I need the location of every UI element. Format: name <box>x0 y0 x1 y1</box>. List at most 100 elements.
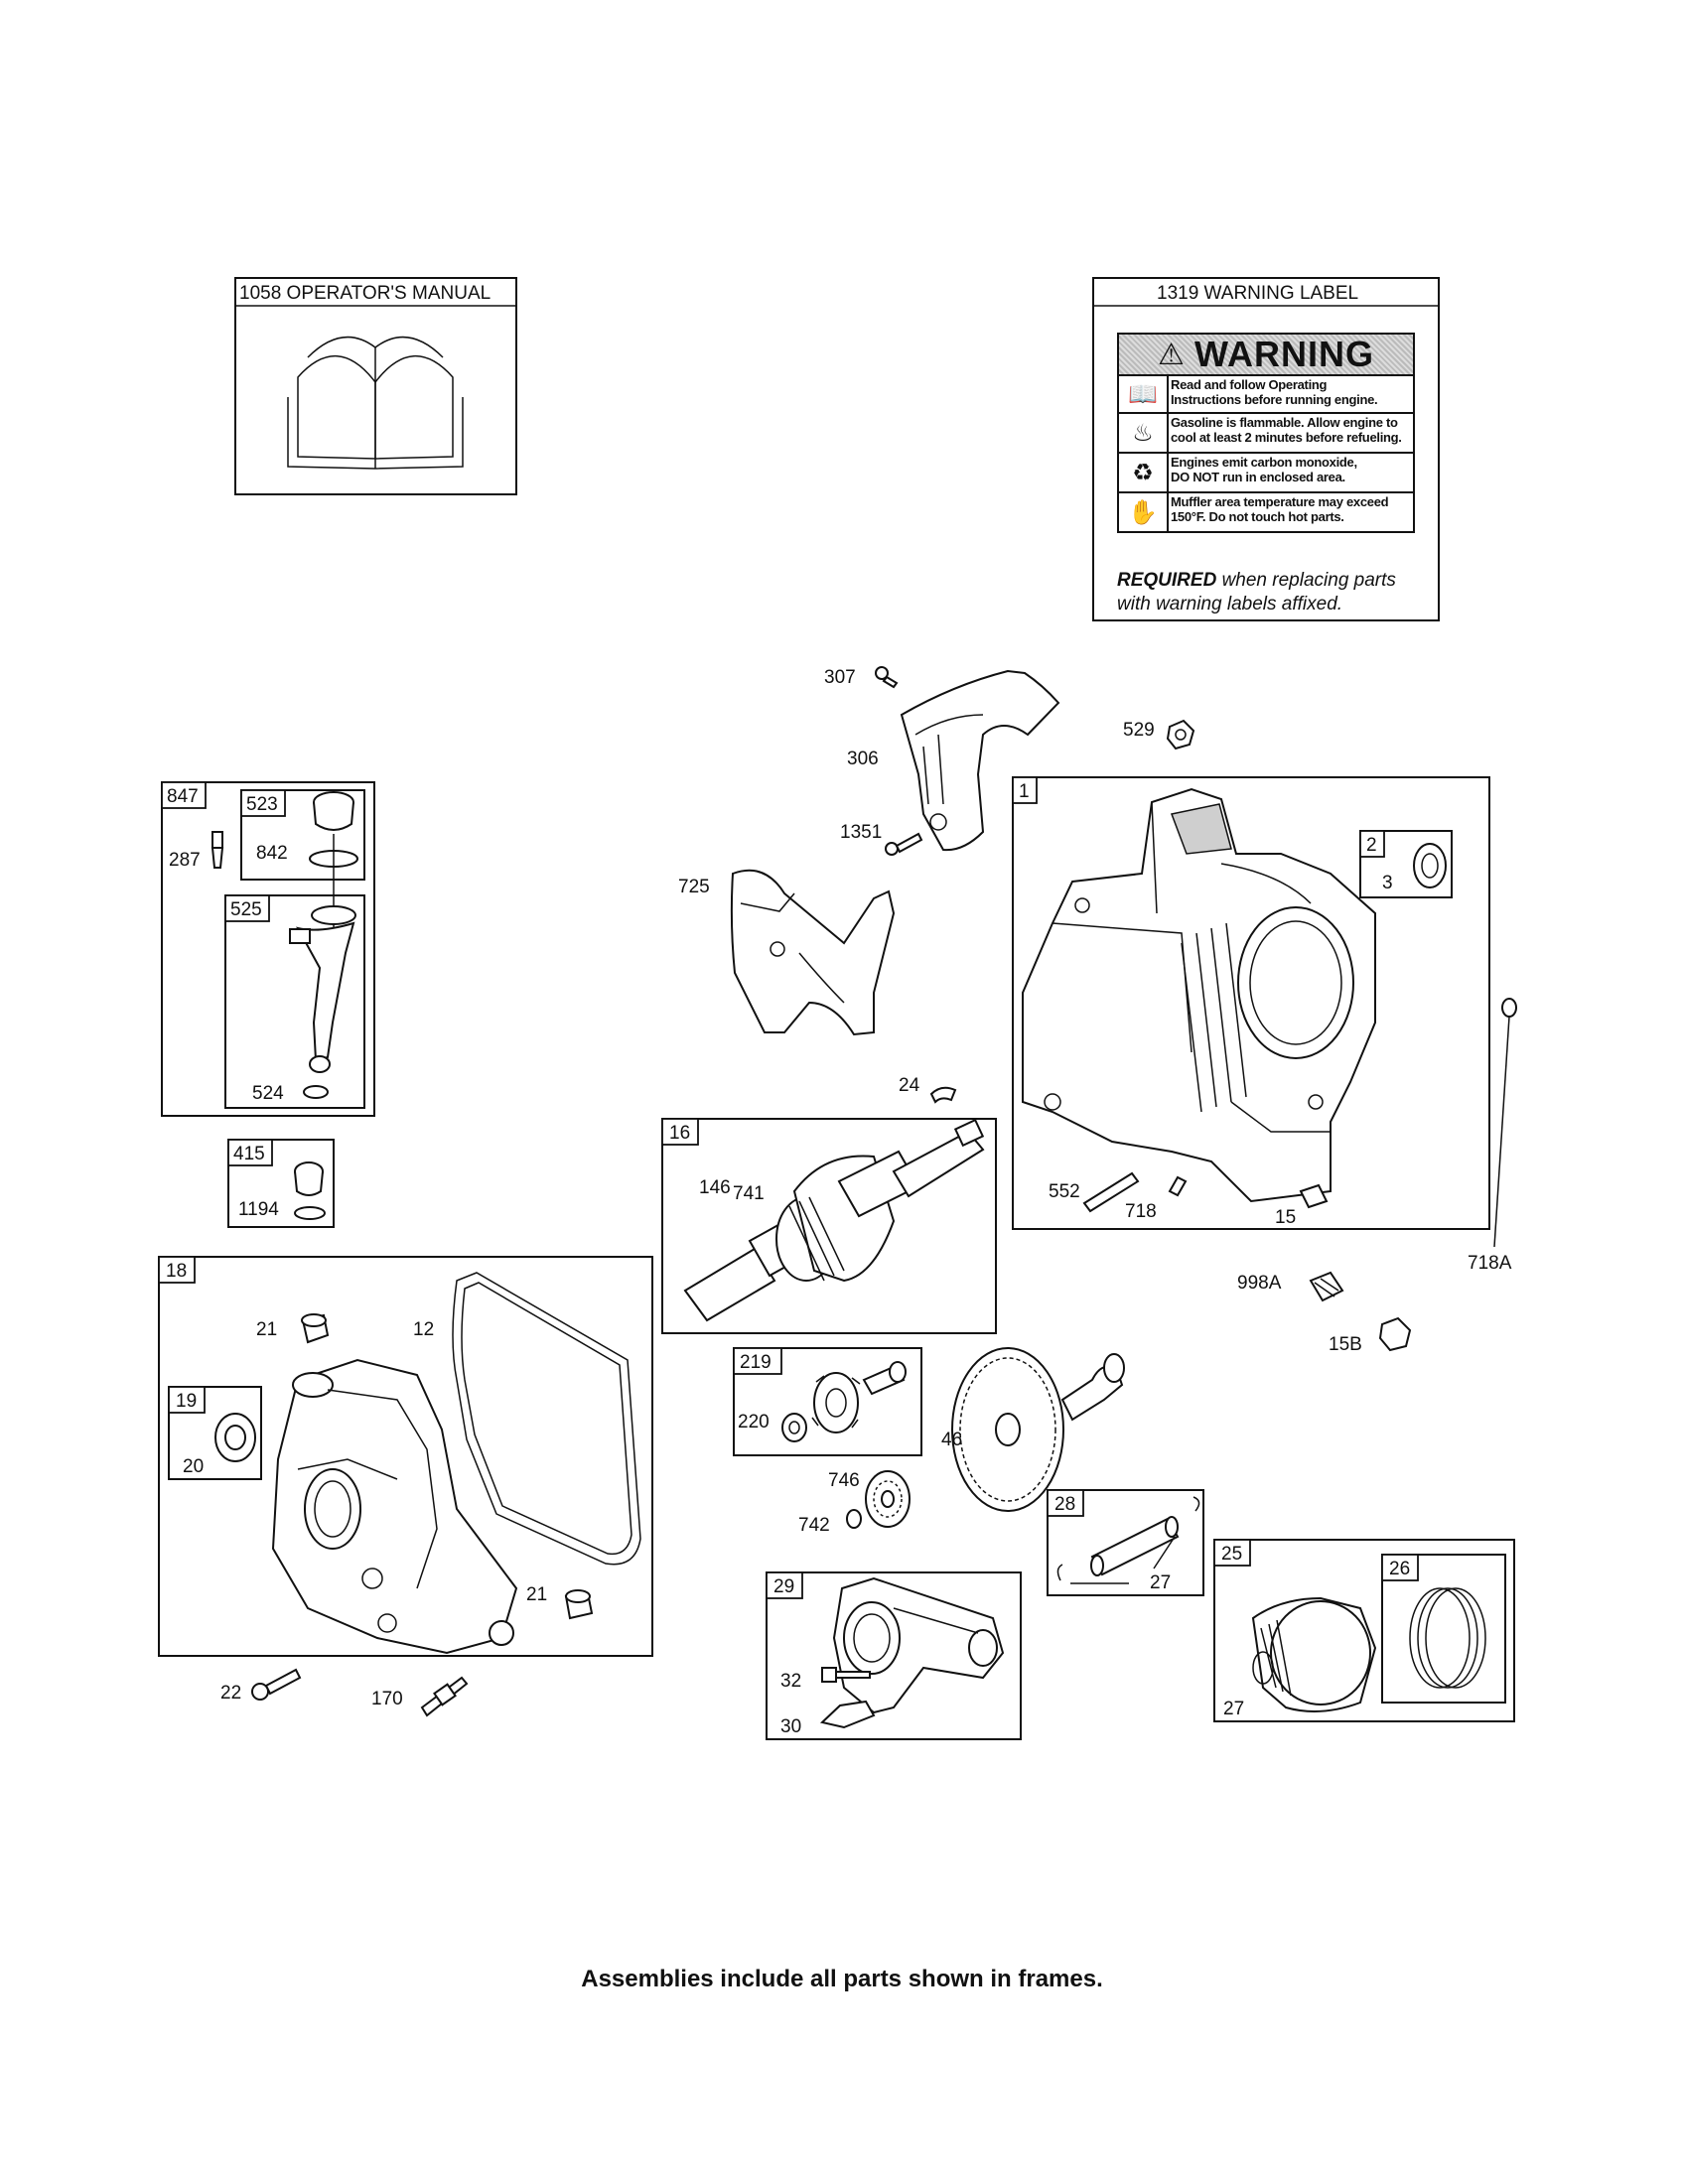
label-842: 842 <box>256 843 288 864</box>
frame-26-label: 26 <box>1389 1559 1410 1579</box>
label-12: 12 <box>413 1319 434 1340</box>
warning-label-box: 1319 WARNING LABEL <box>1092 277 1440 621</box>
hot-hand-icon: ✋ <box>1119 493 1169 531</box>
frame-847: 847 523 525 287 842 524 <box>161 781 375 1117</box>
label-22: 22 <box>220 1683 241 1704</box>
footnote: Assemblies include all parts shown in fr… <box>581 1966 1103 1992</box>
screw-287-part <box>210 831 224 869</box>
required-note-bold: REQUIRED <box>1117 570 1217 591</box>
warning-row-2-line2: cool at least 2 minutes before refueling… <box>1171 430 1402 445</box>
connecting-rod-part <box>832 1576 1005 1714</box>
label-24: 24 <box>899 1075 920 1096</box>
book-icon: 📖 <box>1119 376 1169 412</box>
pin-718-part <box>1168 1175 1188 1197</box>
dowel-552-part <box>1082 1171 1140 1213</box>
label-552: 552 <box>1049 1181 1080 1202</box>
bolt-32-part <box>821 1667 871 1683</box>
frame-28: 28 27 <box>1047 1489 1204 1596</box>
frame-18: 18 19 20 21 <box>158 1256 653 1657</box>
frame-1-label: 1 <box>1019 781 1030 802</box>
gear-746-part <box>865 1470 911 1528</box>
frame-415-label: 415 <box>233 1144 265 1164</box>
warning-row-3-line2: DO NOT run in enclosed area. <box>1171 470 1345 484</box>
bolt-22-part <box>251 1668 302 1701</box>
frame-219: 219 220 <box>733 1347 922 1456</box>
crankshaft-part <box>683 1118 985 1322</box>
label-718A: 718A <box>1468 1253 1512 1274</box>
warning-row-1: 📖 Read and follow Operating Instructions… <box>1117 374 1415 414</box>
oil-fill-tube-part <box>289 905 356 1099</box>
required-note-line2: with warning labels affixed. <box>1117 594 1343 614</box>
nut-15B-part <box>1378 1316 1412 1352</box>
label-15B: 15B <box>1329 1334 1362 1355</box>
plug-21-bottom-part <box>564 1589 594 1620</box>
piston-part <box>1251 1596 1377 1712</box>
label-146: 146 <box>699 1177 731 1198</box>
label-306: 306 <box>847 749 879 769</box>
warning-row-2-line1: Gasoline is flammable. Allow engine to <box>1171 415 1398 430</box>
frame-1: 1 2 3 552 718 <box>1012 776 1490 1230</box>
frame-219-label: 219 <box>740 1352 772 1373</box>
label-524: 524 <box>252 1083 284 1104</box>
warning-row-3: ♻ Engines emit carbon monoxide, DO NOT r… <box>1117 452 1415 493</box>
frame-16: 16 741 146 <box>661 1118 997 1334</box>
frame-29: 29 32 30 <box>766 1571 1022 1740</box>
required-note: REQUIRED when replacing parts with warni… <box>1117 569 1435 616</box>
frame-19-label: 19 <box>176 1391 197 1412</box>
warning-row-1-line1: Read and follow Operating <box>1171 377 1328 392</box>
operators-manual-box: 1058 OPERATOR'S MANUAL <box>234 277 517 495</box>
shroud-725-part <box>730 869 896 1036</box>
frame-415: 415 1194 <box>227 1139 335 1228</box>
frame-25-label: 25 <box>1221 1544 1242 1565</box>
frame-523-label: 523 <box>246 794 278 815</box>
label-529: 529 <box>1123 720 1155 741</box>
label-15: 15 <box>1275 1207 1296 1228</box>
plug-1194-part <box>294 1161 326 1220</box>
label-287: 287 <box>169 850 201 871</box>
label-46: 46 <box>941 1430 962 1450</box>
label-998A: 998A <box>1237 1273 1282 1294</box>
label-27-pin: 27 <box>1150 1572 1171 1593</box>
warning-row-2: ♨ Gasoline is flammable. Allow engine to… <box>1117 412 1415 454</box>
screw-307-part <box>875 666 899 689</box>
nut-529-part <box>1166 719 1195 751</box>
required-note-rest: when replacing parts <box>1216 570 1396 591</box>
label-32: 32 <box>780 1671 801 1692</box>
warning-row-3-line1: Engines emit carbon monoxide, <box>1171 455 1357 470</box>
warning-row-4-line2: 150°F. Do not touch hot parts. <box>1171 509 1344 524</box>
frame-25: 25 26 27 <box>1213 1539 1515 1722</box>
flame-icon: ♨ <box>1119 414 1169 452</box>
label-21-top: 21 <box>256 1319 277 1340</box>
crankcase-cover-part <box>271 1358 518 1655</box>
frame-847-label: 847 <box>167 786 199 807</box>
label-725: 725 <box>678 877 710 897</box>
label-742: 742 <box>798 1515 830 1536</box>
dipstick-cap-part <box>309 791 358 953</box>
warning-row-4: ✋ Muffler area temperature may exceed 15… <box>1117 491 1415 533</box>
frame-28-label: 28 <box>1054 1494 1075 1515</box>
screw-1351-part <box>885 832 923 856</box>
clip-742-part <box>846 1509 862 1529</box>
camshaft-46-part <box>951 1347 1125 1512</box>
warning-label-panel: ⚠ WARNING 📖 Read and follow Operating In… <box>1117 333 1415 541</box>
plug-21-top-part <box>301 1313 330 1344</box>
frame-29-label: 29 <box>773 1576 794 1597</box>
warning-row-4-line1: Muffler area temperature may exceed <box>1171 494 1389 509</box>
book-icon <box>287 336 464 470</box>
frame-525-label: 525 <box>230 899 262 920</box>
label-746: 746 <box>828 1470 860 1491</box>
manual-box-title: 1058 OPERATOR'S MANUAL <box>239 283 491 304</box>
dipper-30-part <box>819 1700 876 1729</box>
label-741: 741 <box>733 1183 765 1204</box>
label-307: 307 <box>824 667 856 688</box>
warning-triangle-icon: ⚠ <box>1158 338 1185 371</box>
label-718: 718 <box>1125 1201 1157 1222</box>
cylinder-block-part <box>1022 787 1376 1203</box>
warning-heading: ⚠ WARNING <box>1117 333 1415 376</box>
warning-box-title: 1319 WARNING LABEL <box>1157 283 1358 304</box>
plug-15-part <box>1299 1183 1329 1209</box>
key-24-part <box>929 1086 957 1104</box>
label-30: 30 <box>780 1716 801 1737</box>
governor-gear-part <box>781 1361 907 1442</box>
breather-998A-part <box>1309 1271 1344 1302</box>
